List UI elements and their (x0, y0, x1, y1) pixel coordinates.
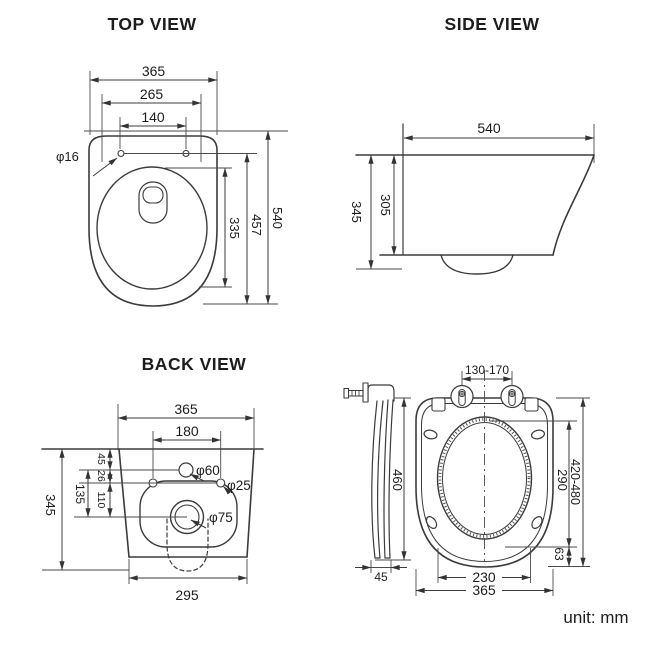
side-bowl-bump (440, 254, 514, 275)
back-view-title: BACK VIEW (142, 354, 247, 374)
dim-seat-length-range: 420-480 (568, 459, 582, 505)
seat-hinge-tab-left (431, 397, 446, 412)
top-view-dimension-lines (89, 77, 271, 305)
dim-back-inlet-to-fixing: 26 (95, 470, 107, 482)
dim-seat-hinge-spacing: 130-170 (465, 363, 509, 377)
dim-back-fixing-spacing: 180 (175, 423, 199, 439)
dim-back-fixing-to-drain: 110 (95, 492, 107, 509)
dim-back-drain-diameter: φ75 (209, 510, 233, 525)
seat-mounting-hole-left (117, 149, 125, 158)
top-view-extension-lines (89, 71, 278, 305)
dim-side-overall-height: 345 (349, 201, 364, 223)
water-outlet-outer (138, 181, 168, 224)
dim-top-hole-spacing: 140 (141, 109, 165, 125)
seat-hinge-tab-right (524, 397, 539, 412)
bowl-rim (96, 166, 208, 290)
dim-back-inlet-diameter: φ60 (196, 463, 220, 478)
back-right-side (246, 448, 255, 558)
seat-opening-texture (438, 418, 531, 538)
seat-dimension-lines (355, 376, 586, 594)
side-view: SIDE VIEW 540 345 305 (349, 14, 595, 275)
seat-side-profile (343, 382, 395, 559)
top-view-title: TOP VIEW (108, 14, 197, 34)
back-left-side (118, 448, 130, 558)
dim-seat-opening-length: 290 (555, 469, 570, 491)
unit-label: unit: mm (563, 608, 628, 627)
dim-top-overall-width: 365 (142, 63, 166, 79)
top-view: TOP VIEW 365 265 (56, 14, 288, 307)
back-view-dimension-lines (59, 415, 255, 581)
back-view: BACK VIEW (41, 354, 264, 603)
dim-seat-opening-width: 230 (472, 569, 496, 585)
seat-hinges (450, 371, 524, 409)
dim-back-overall-height: 345 (43, 494, 58, 516)
water-outlet-inner (142, 186, 164, 204)
dim-seat-overall-width: 365 (472, 582, 496, 598)
wall-bolt-icon (343, 382, 369, 403)
side-view-dimension-lines (368, 135, 595, 270)
toilet-outline-top (88, 135, 218, 307)
dim-back-top-width: 365 (174, 401, 198, 417)
side-front-curve (552, 154, 595, 256)
dim-side-body-height: 305 (378, 194, 393, 216)
dim-top-hole-to-front: 457 (249, 214, 264, 236)
seat-bumpers (423, 429, 546, 529)
dim-seat-rear-offset: 63 (552, 547, 566, 561)
dim-top-bowl-length: 335 (227, 217, 242, 239)
seat-hinge-bracket (367, 384, 395, 402)
fixing-hole-right (216, 478, 226, 488)
seat-view: 130-170 460 45 290 63 420-480 230 365 (343, 363, 590, 598)
dim-back-bottom-width: 295 (175, 587, 199, 603)
dim-top-hole-diameter: φ16 (56, 149, 79, 164)
dim-top-mid-width: 265 (140, 86, 164, 102)
hidden-trap-outline (166, 518, 209, 572)
dim-seat-side-thickness: 45 (374, 570, 388, 584)
dim-back-inlet-to-drain: 135 (73, 484, 87, 504)
dim-side-overall-depth: 540 (477, 120, 501, 136)
dim-seat-side-height: 460 (390, 469, 405, 491)
back-recess-outline (139, 480, 238, 548)
dim-back-rim-to-inlet: 45 (95, 453, 107, 465)
side-view-title: SIDE VIEW (445, 14, 540, 34)
dim-back-fixing-diameter: φ25 (227, 478, 251, 493)
dim-top-overall-depth: 540 (270, 207, 285, 229)
